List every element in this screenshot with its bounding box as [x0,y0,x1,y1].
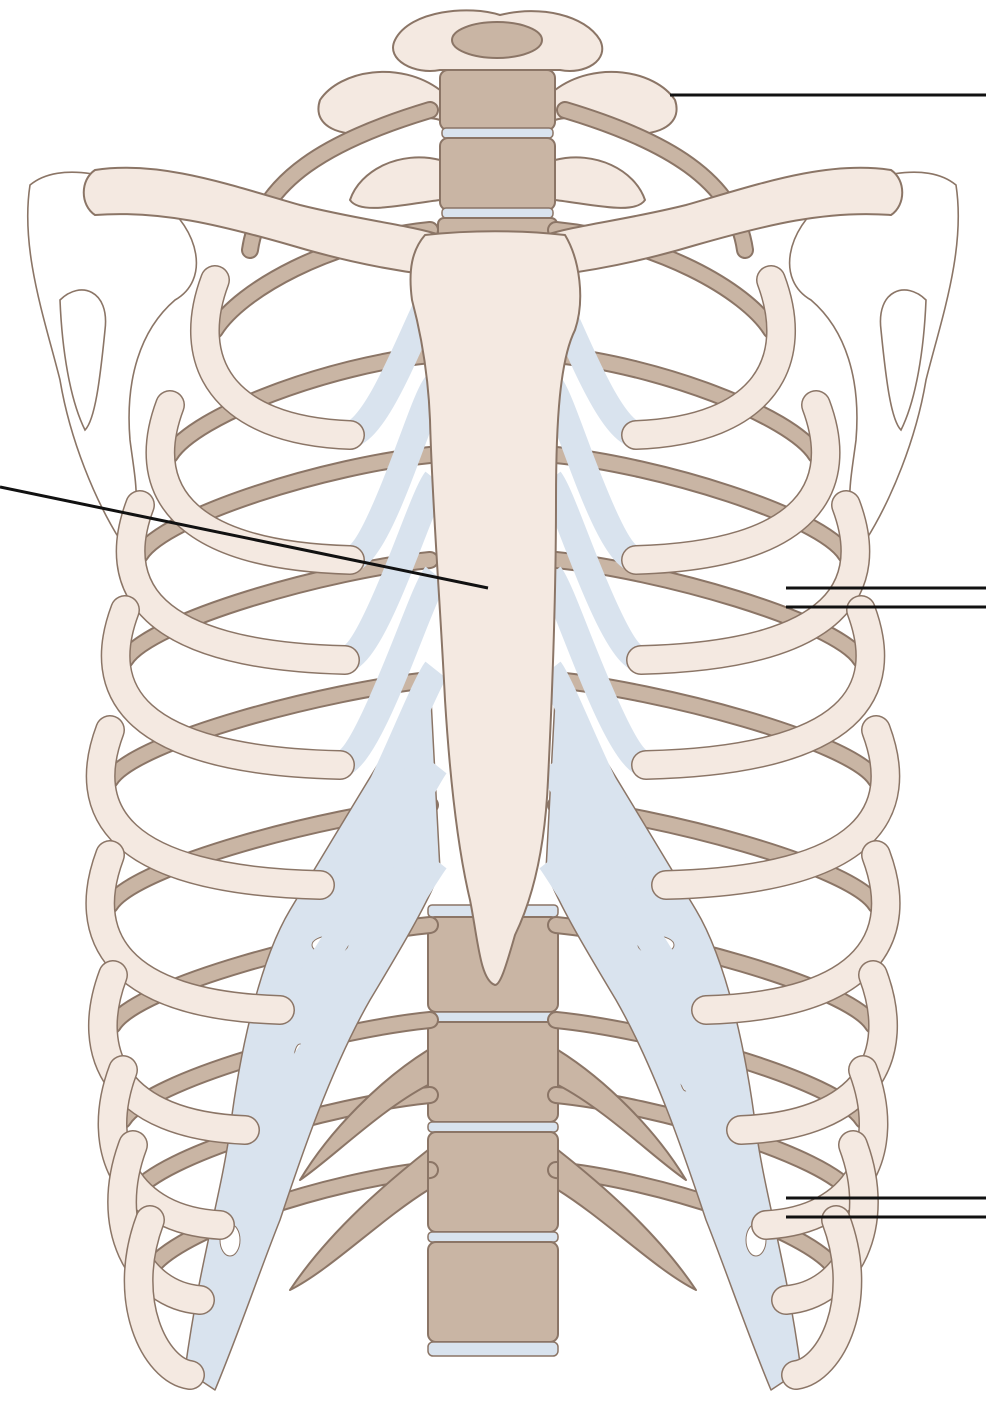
rib-cage-diagram [0,0,986,1417]
